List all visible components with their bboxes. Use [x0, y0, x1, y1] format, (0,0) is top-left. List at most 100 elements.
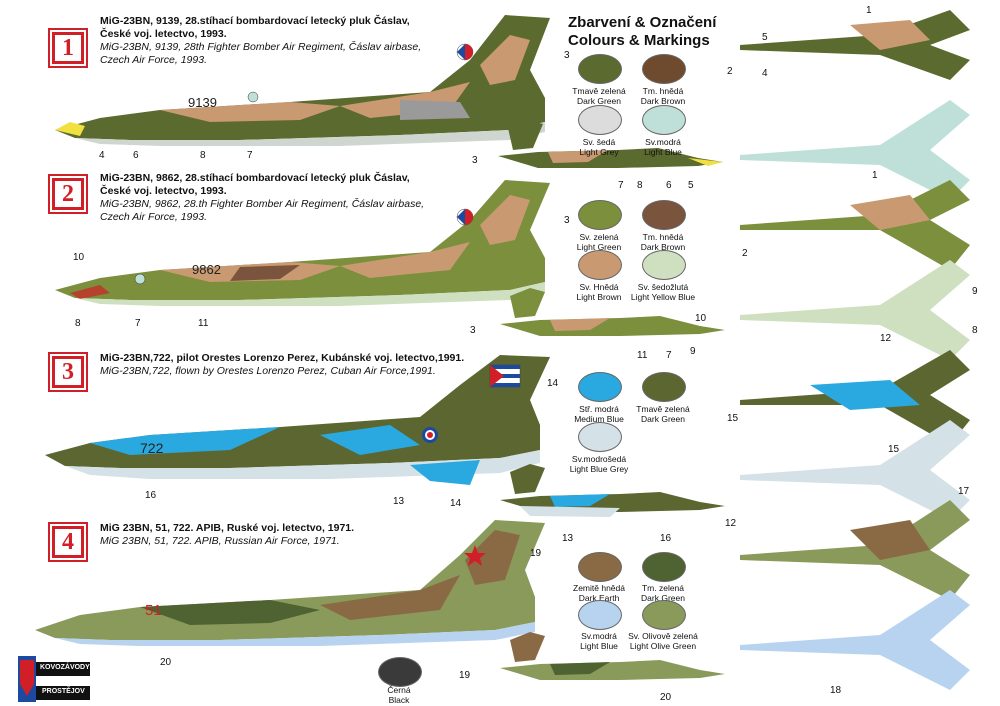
aircraft-small-4 [500, 632, 725, 680]
callout-7: 7 [135, 318, 141, 329]
callout-10: 10 [73, 252, 85, 263]
callout-5: 5 [688, 180, 694, 191]
colours-header-en: Colours & Markings [568, 32, 710, 49]
serial-9139: 9139 [188, 95, 217, 110]
callout-4: 4 [99, 150, 105, 161]
swatch-light-olive-green [642, 600, 686, 630]
colours-header: Zbarvení & Označení Colours & Markings [568, 14, 716, 50]
swatch-light-grey [578, 105, 622, 135]
callout-1: 1 [872, 170, 878, 181]
callout-11: 11 [637, 350, 648, 361]
callout-3: 3 [564, 50, 570, 61]
callout-18: 18 [830, 685, 842, 696]
swatch-light-blue [642, 105, 686, 135]
aircraft-small-3 [500, 464, 725, 517]
callout-17: 17 [958, 486, 970, 497]
callout-6: 6 [133, 150, 139, 161]
scheme-subtitle: MiG-23BN, 9862, 28.th Fighter Bomber Air… [100, 198, 425, 223]
swatch-light-brown [578, 250, 622, 280]
callout-15: 15 [727, 413, 739, 424]
scheme-badge-2: 2 [52, 178, 84, 210]
callout-12: 12 [725, 518, 737, 529]
callout-6: 6 [666, 180, 672, 191]
callout-1: 1 [866, 5, 872, 16]
callout-7: 7 [618, 180, 624, 191]
swatch-light-blue-grey [578, 422, 622, 452]
scheme-subtitle: MiG-23BN, 9139, 28th Fighter Bomber Air … [100, 41, 422, 66]
swatch-dark-green [642, 372, 686, 402]
kovozavody-logo: KOVOZÁVODY PROSTĚJOV [18, 656, 90, 702]
serial-51: 51 [145, 602, 162, 619]
scheme-subtitle: MiG-23BN,722, flown by Orestes Lorenzo P… [100, 365, 436, 377]
scheme-caption-2: MiG-23BN, 9862, 28.stíhací bombardovací … [100, 172, 440, 224]
callout-15: 15 [888, 444, 900, 455]
aircraft-small-2 [500, 288, 725, 336]
callout-2: 2 [727, 66, 733, 77]
callout-4: 4 [762, 68, 768, 79]
scheme-badge-4: 4 [52, 526, 84, 558]
swatch-black [378, 657, 422, 687]
swatch-dark-green [642, 552, 686, 582]
callout-14: 14 [450, 498, 462, 509]
aircraft-profile-2 [55, 180, 550, 306]
serial-9862: 9862 [192, 262, 221, 277]
aircraft-profile-4 [35, 520, 545, 646]
callout-8: 8 [637, 180, 643, 191]
callout-13: 13 [393, 496, 405, 507]
callout-16: 16 [660, 533, 672, 544]
scheme-title: MiG-23BN, 9139, 28.stíhací bombardovací … [100, 15, 410, 40]
scheme-badge-3: 3 [52, 356, 84, 388]
aircraft-plan-views [740, 10, 970, 690]
callout-10: 10 [695, 313, 707, 324]
callout-8: 8 [75, 318, 81, 329]
scheme-title: MiG-23BN,722, pilot Orestes Lorenzo Pere… [100, 352, 465, 364]
scheme-title: MiG 23BN, 51, 722. APIB, Ruské voj. lete… [100, 522, 355, 534]
callout-19: 19 [459, 670, 471, 681]
callout-7: 7 [247, 150, 253, 161]
colours-header-cz: Zbarvení & Označení [568, 14, 717, 31]
callout-3: 3 [472, 155, 478, 166]
scheme-badge-1: 1 [52, 32, 84, 64]
swatch-medium-blue [578, 372, 622, 402]
callout-8: 8 [972, 325, 978, 336]
callout-14: 14 [547, 378, 559, 389]
callout-20: 20 [160, 657, 172, 668]
serial-722: 722 [140, 440, 164, 456]
callout-5: 5 [762, 32, 768, 43]
callout-11: 11 [198, 318, 209, 329]
callout-19: 19 [530, 548, 542, 559]
callout-2: 2 [742, 248, 748, 259]
callout-9: 9 [972, 286, 978, 297]
aircraft-small-1 [498, 120, 723, 168]
scheme-subtitle: MiG 23BN, 51, 722. APIB, Russian Air For… [100, 535, 340, 547]
aircraft-profile-3 [45, 355, 550, 485]
callout-13: 13 [562, 533, 574, 544]
callout-9: 9 [690, 346, 696, 357]
logo-text-2: PROSTĚJOV [42, 688, 85, 695]
scheme-caption-1: MiG-23BN, 9139, 28.stíhací bombardovací … [100, 15, 440, 67]
scheme-title: MiG-23BN, 9862, 28.stíhací bombardovací … [100, 172, 410, 197]
callout-3: 3 [470, 325, 476, 336]
scheme-caption-3: MiG-23BN,722, pilot Orestes Lorenzo Pere… [100, 352, 500, 378]
callout-12: 12 [880, 333, 892, 344]
swatch-dark-brown [642, 54, 686, 84]
swatch-dark-brown [642, 200, 686, 230]
swatch-light-yellow-blue [642, 250, 686, 280]
swatch-dark-earth [578, 552, 622, 582]
callout-3: 3 [564, 215, 570, 226]
callout-16: 16 [145, 490, 157, 501]
